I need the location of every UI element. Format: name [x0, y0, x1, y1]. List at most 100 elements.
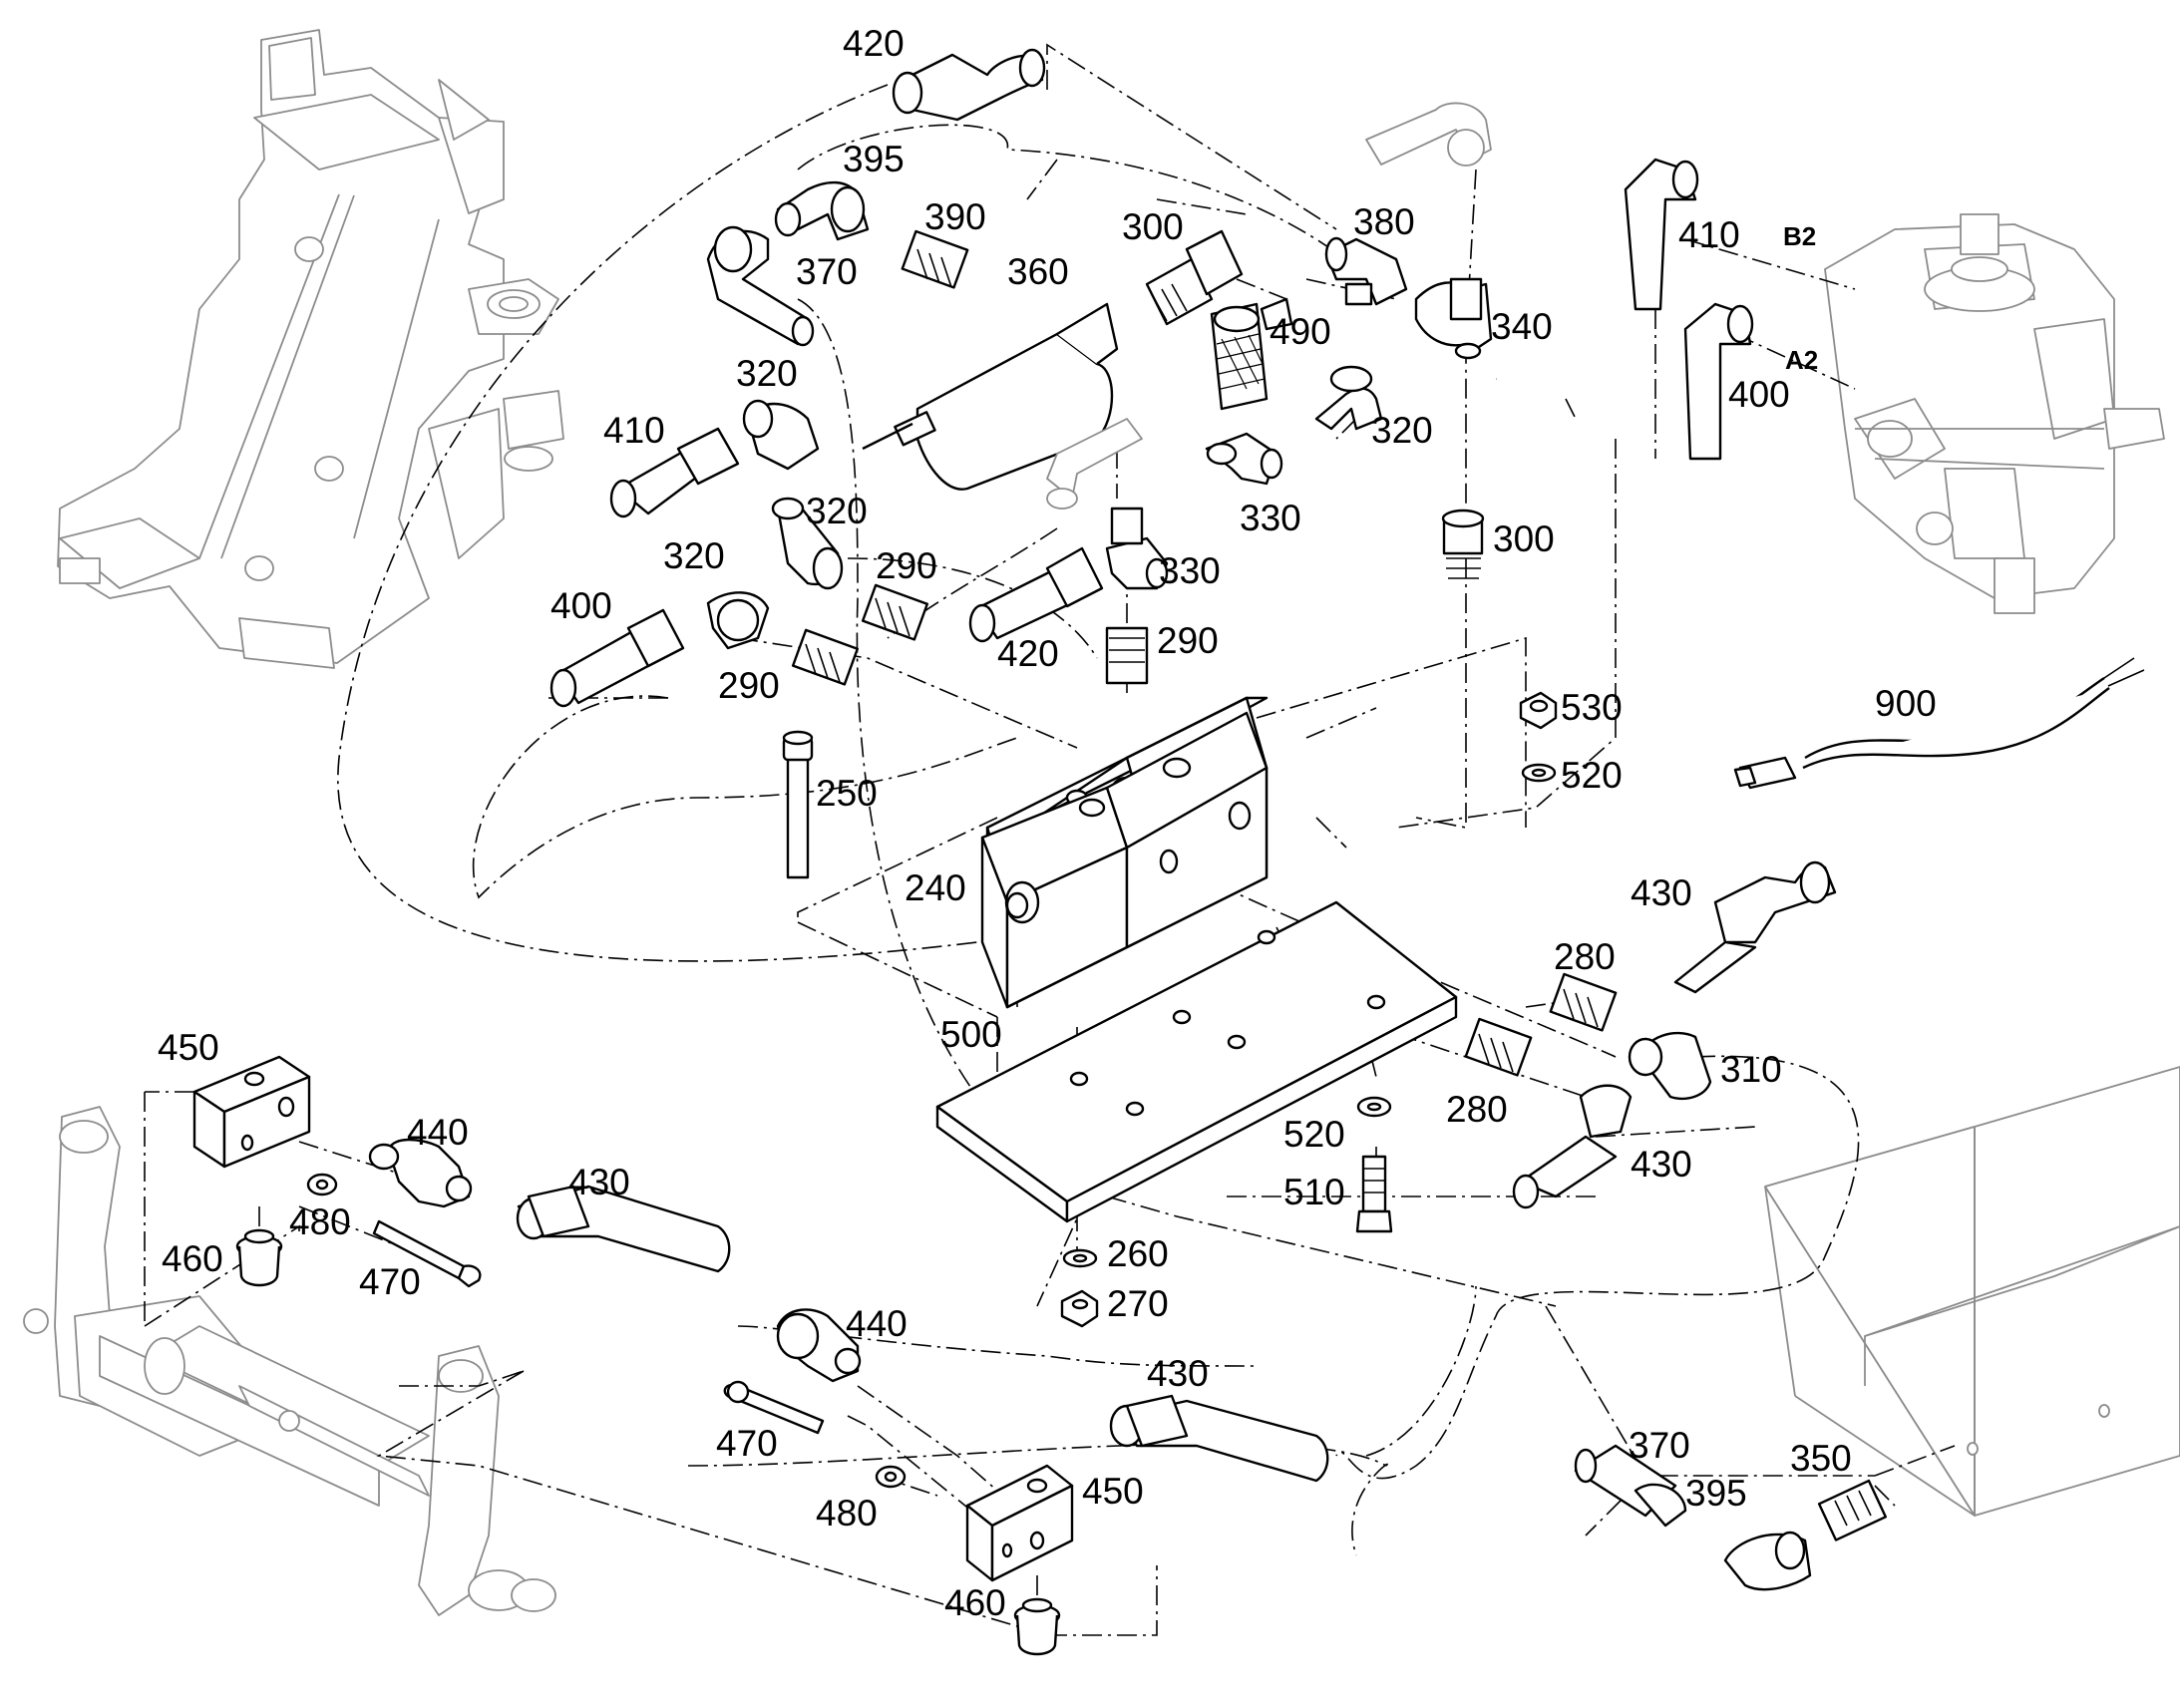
nut-270 [1060, 1289, 1099, 1328]
callout-470: 470 [716, 1423, 778, 1464]
callout-450: 450 [1082, 1471, 1144, 1512]
washer-480-lower [875, 1465, 907, 1489]
callout-280: 280 [1554, 936, 1616, 977]
callout-360: 360 [1007, 251, 1069, 292]
callout-410: 410 [603, 410, 665, 451]
valve-block-240 [980, 696, 1269, 1009]
bolt-250 [782, 730, 814, 879]
callout-450: 450 [158, 1027, 219, 1068]
elbow-320-right [1314, 365, 1383, 431]
connector-290-c [1105, 626, 1149, 685]
callout-labels: 420 395 390 300 380 370 360 490 340 410 … [158, 23, 1937, 1623]
callout-330: 330 [1159, 550, 1221, 591]
fitting-440-upper [368, 1138, 473, 1208]
callout-270: 270 [1107, 1283, 1169, 1324]
tee-340 [1414, 277, 1493, 360]
callout-530: 530 [1561, 687, 1623, 728]
connector-280-a [1549, 972, 1618, 1032]
connector-290-a [861, 583, 929, 641]
callout-320: 320 [736, 353, 798, 394]
callout-500: 500 [940, 1014, 1002, 1055]
bolt-470-lower [723, 1380, 825, 1435]
hose-430-right-elbow [1673, 860, 1837, 994]
callout-350: 350 [1790, 1438, 1852, 1479]
callout-430: 430 [1631, 872, 1692, 913]
washer-480-upper [306, 1173, 338, 1196]
hose-400-left [549, 608, 685, 708]
hose-420-mid [968, 546, 1104, 643]
elbow-310 [1628, 1031, 1712, 1101]
hose-420-top [892, 48, 1046, 122]
callout-380: 380 [1353, 201, 1415, 242]
callout-400: 400 [550, 585, 612, 626]
callout-430: 430 [568, 1162, 630, 1202]
callout-390: 390 [924, 196, 986, 237]
callout-250: 250 [816, 773, 878, 814]
washer-520-upper [1521, 763, 1557, 783]
callout-290: 290 [876, 545, 937, 586]
tee-330-mid [1105, 507, 1169, 590]
callout-300: 300 [1122, 206, 1184, 247]
mounting-plate-500 [935, 900, 1458, 1223]
callout-400: 400 [1728, 374, 1790, 415]
wire-harness-900 [1733, 657, 2145, 790]
hose-410-right [1624, 158, 1699, 311]
callout-410: 410 [1678, 214, 1740, 255]
callout-510: 510 [1283, 1172, 1345, 1212]
callout-260: 260 [1107, 1233, 1169, 1274]
washer-520-lower [1356, 1096, 1392, 1118]
elbow-395-lower [1723, 1531, 1812, 1591]
tank-housing [1764, 1066, 2180, 1517]
elbow-395-upper [774, 180, 870, 241]
hose-400-right [1683, 302, 1754, 461]
connector-280-b [1464, 1017, 1533, 1077]
callout-520: 520 [1561, 755, 1623, 796]
callout-280: 280 [1446, 1089, 1508, 1130]
callout-330: 330 [1240, 498, 1301, 538]
callout-460: 460 [944, 1582, 1006, 1623]
plug-460-upper [235, 1228, 283, 1287]
callout-430: 430 [1631, 1144, 1692, 1185]
hose-370-upper [706, 225, 815, 347]
tee-380 [1324, 236, 1408, 306]
hose-410-left [609, 427, 740, 518]
hose-430-lower [1109, 1394, 1329, 1483]
washer-260 [1062, 1248, 1098, 1268]
callout-900: 900 [1875, 683, 1937, 724]
callout-490: 490 [1270, 311, 1331, 352]
callout-240: 240 [905, 867, 966, 908]
callout-395: 395 [1685, 1473, 1747, 1514]
nut-530 [1519, 691, 1558, 730]
callout-290: 290 [1157, 620, 1219, 661]
callout-320: 320 [663, 535, 725, 576]
connector-290-b [791, 628, 860, 686]
hose-430-right-lower [1512, 1084, 1633, 1209]
tee-330-upper [1205, 432, 1283, 486]
callout-480: 480 [816, 1493, 878, 1534]
cylinder-assembly [23, 1106, 556, 1616]
machine-frame-outline [57, 29, 564, 669]
callout-470: 470 [359, 1261, 421, 1302]
connector-350 [1817, 1479, 1888, 1541]
port-label-b2: B2 [1783, 221, 1816, 251]
callout-430: 430 [1147, 1353, 1209, 1394]
fitting-440-lower [776, 1308, 862, 1383]
callout-320: 320 [1371, 410, 1433, 451]
elbow-320-mid [771, 497, 844, 590]
callout-290: 290 [718, 665, 780, 706]
callout-370: 370 [796, 251, 858, 292]
ghost-elbow-mid [1046, 418, 1143, 510]
block-450-upper [192, 1055, 311, 1169]
plug-460-lower [1013, 1597, 1061, 1656]
callout-480: 480 [289, 1201, 351, 1242]
elbow-320-lower-left [706, 591, 770, 650]
connector-390 [901, 229, 969, 289]
hydraulic-pump-unit [1824, 213, 2165, 614]
callout-440: 440 [407, 1112, 469, 1153]
callout-320: 320 [806, 491, 868, 531]
callout-395: 395 [843, 139, 905, 179]
callout-440: 440 [846, 1303, 908, 1344]
callout-300: 300 [1493, 518, 1555, 559]
